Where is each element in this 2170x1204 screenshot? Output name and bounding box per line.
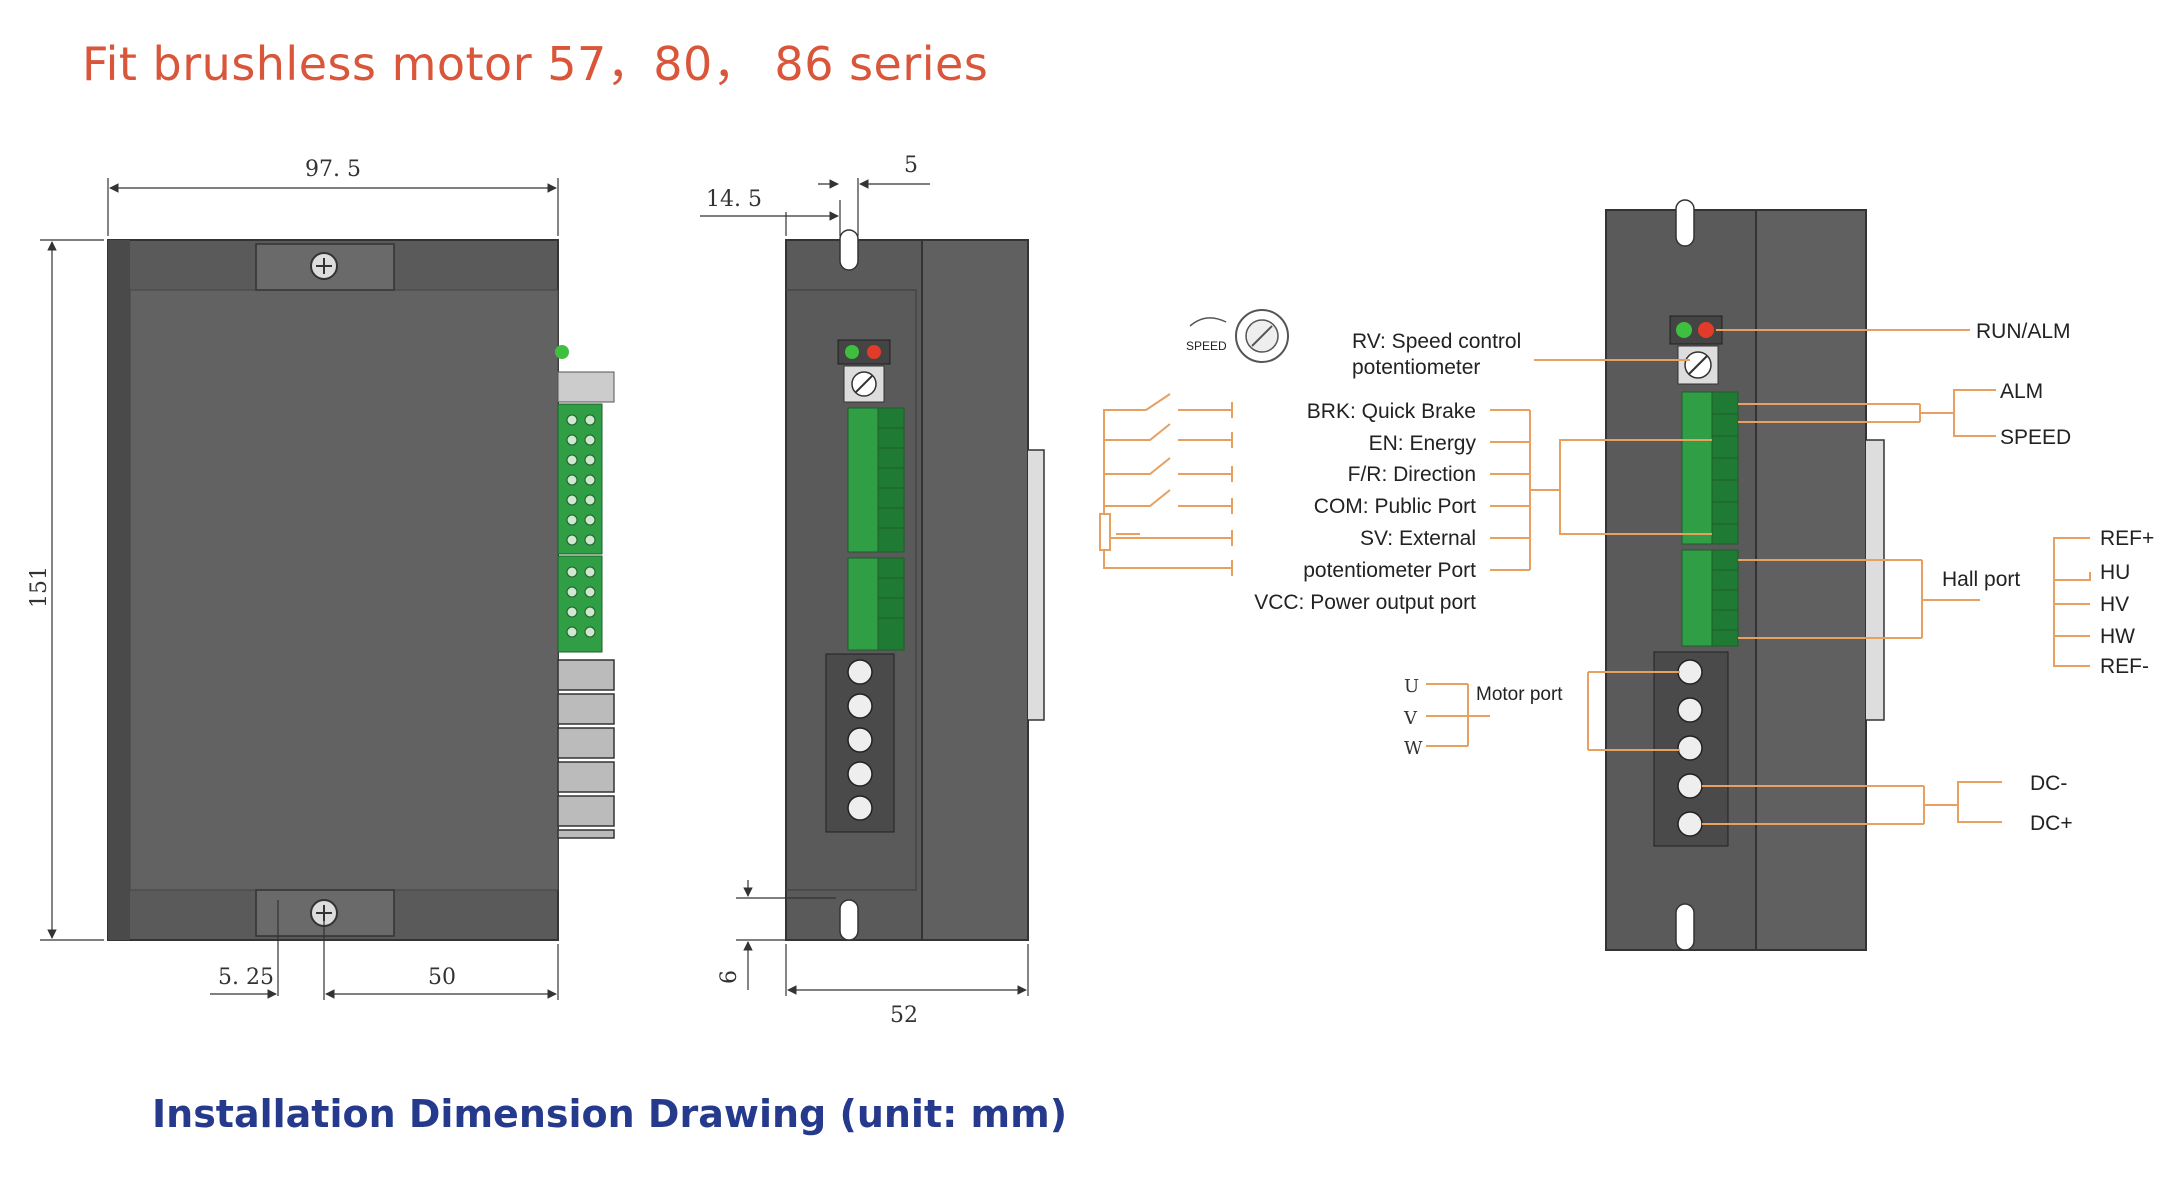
label-brk: BRK: Quick Brake: [1307, 400, 1476, 423]
front-dimensions: 97. 5 151 5. 25 50: [27, 157, 559, 1000]
label-ref-minus: REF-: [2100, 655, 2149, 678]
run-led-icon: [1676, 322, 1692, 338]
side-dimensions: 14. 5 5 52 6: [700, 153, 1029, 1028]
label-alm: ALM: [2000, 380, 2043, 403]
label-rv-1: RV: Speed control: [1352, 330, 1521, 353]
label-hall-port: Hall port: [1942, 568, 2020, 591]
label-hu: HU: [2100, 561, 2130, 584]
wiring-view: [1605, 199, 1885, 951]
led-green-icon: [555, 345, 569, 359]
label-hv: HV: [2100, 593, 2129, 616]
dim-height: 151: [27, 566, 52, 608]
dim-width: 97. 5: [305, 157, 361, 182]
speed-icon-label: SPEED: [1186, 339, 1227, 353]
label-motor-v: V: [1403, 708, 1418, 729]
side-view: [785, 229, 1045, 941]
label-motor-u: U: [1404, 676, 1419, 697]
dim-bottom-left: 5. 25: [218, 965, 274, 990]
label-dc-minus: DC-: [2030, 772, 2067, 795]
label-com: COM: Public Port: [1314, 495, 1476, 518]
label-sv-1: SV: External: [1360, 527, 1476, 550]
label-speed: SPEED: [2000, 426, 2071, 449]
label-rv-2: potentiometer: [1352, 356, 1480, 379]
page-title: Fit brushless motor 57，80， 86 series: [82, 37, 989, 91]
front-view: [107, 239, 615, 941]
label-sv-2: potentiometer Port: [1303, 559, 1476, 582]
label-vcc: VCC: Power output port: [1254, 591, 1476, 614]
dim-depth: 52: [890, 1003, 918, 1028]
dim-bottom-gap: 6: [717, 970, 742, 984]
dim-slot-width: 5: [904, 153, 918, 178]
label-fr: F/R: Direction: [1348, 463, 1476, 486]
dim-bottom-span: 50: [428, 965, 456, 990]
speed-dial-icon: SPEED: [1186, 309, 1289, 363]
label-motor-port: Motor port: [1476, 684, 1563, 705]
label-run-alm: RUN/ALM: [1976, 320, 2071, 343]
leader-lines: [1099, 329, 2091, 825]
label-hw: HW: [2100, 625, 2135, 648]
label-en: EN: Energy: [1369, 432, 1477, 455]
label-dc-plus: DC+: [2030, 812, 2073, 835]
drawing-caption: Installation Dimension Drawing (unit: mm…: [152, 1092, 1068, 1136]
alarm-led-icon: [1698, 322, 1714, 338]
label-motor-w: W: [1404, 738, 1423, 759]
dim-slot-offset: 14. 5: [706, 187, 762, 212]
label-ref-plus: REF+: [2100, 527, 2154, 550]
